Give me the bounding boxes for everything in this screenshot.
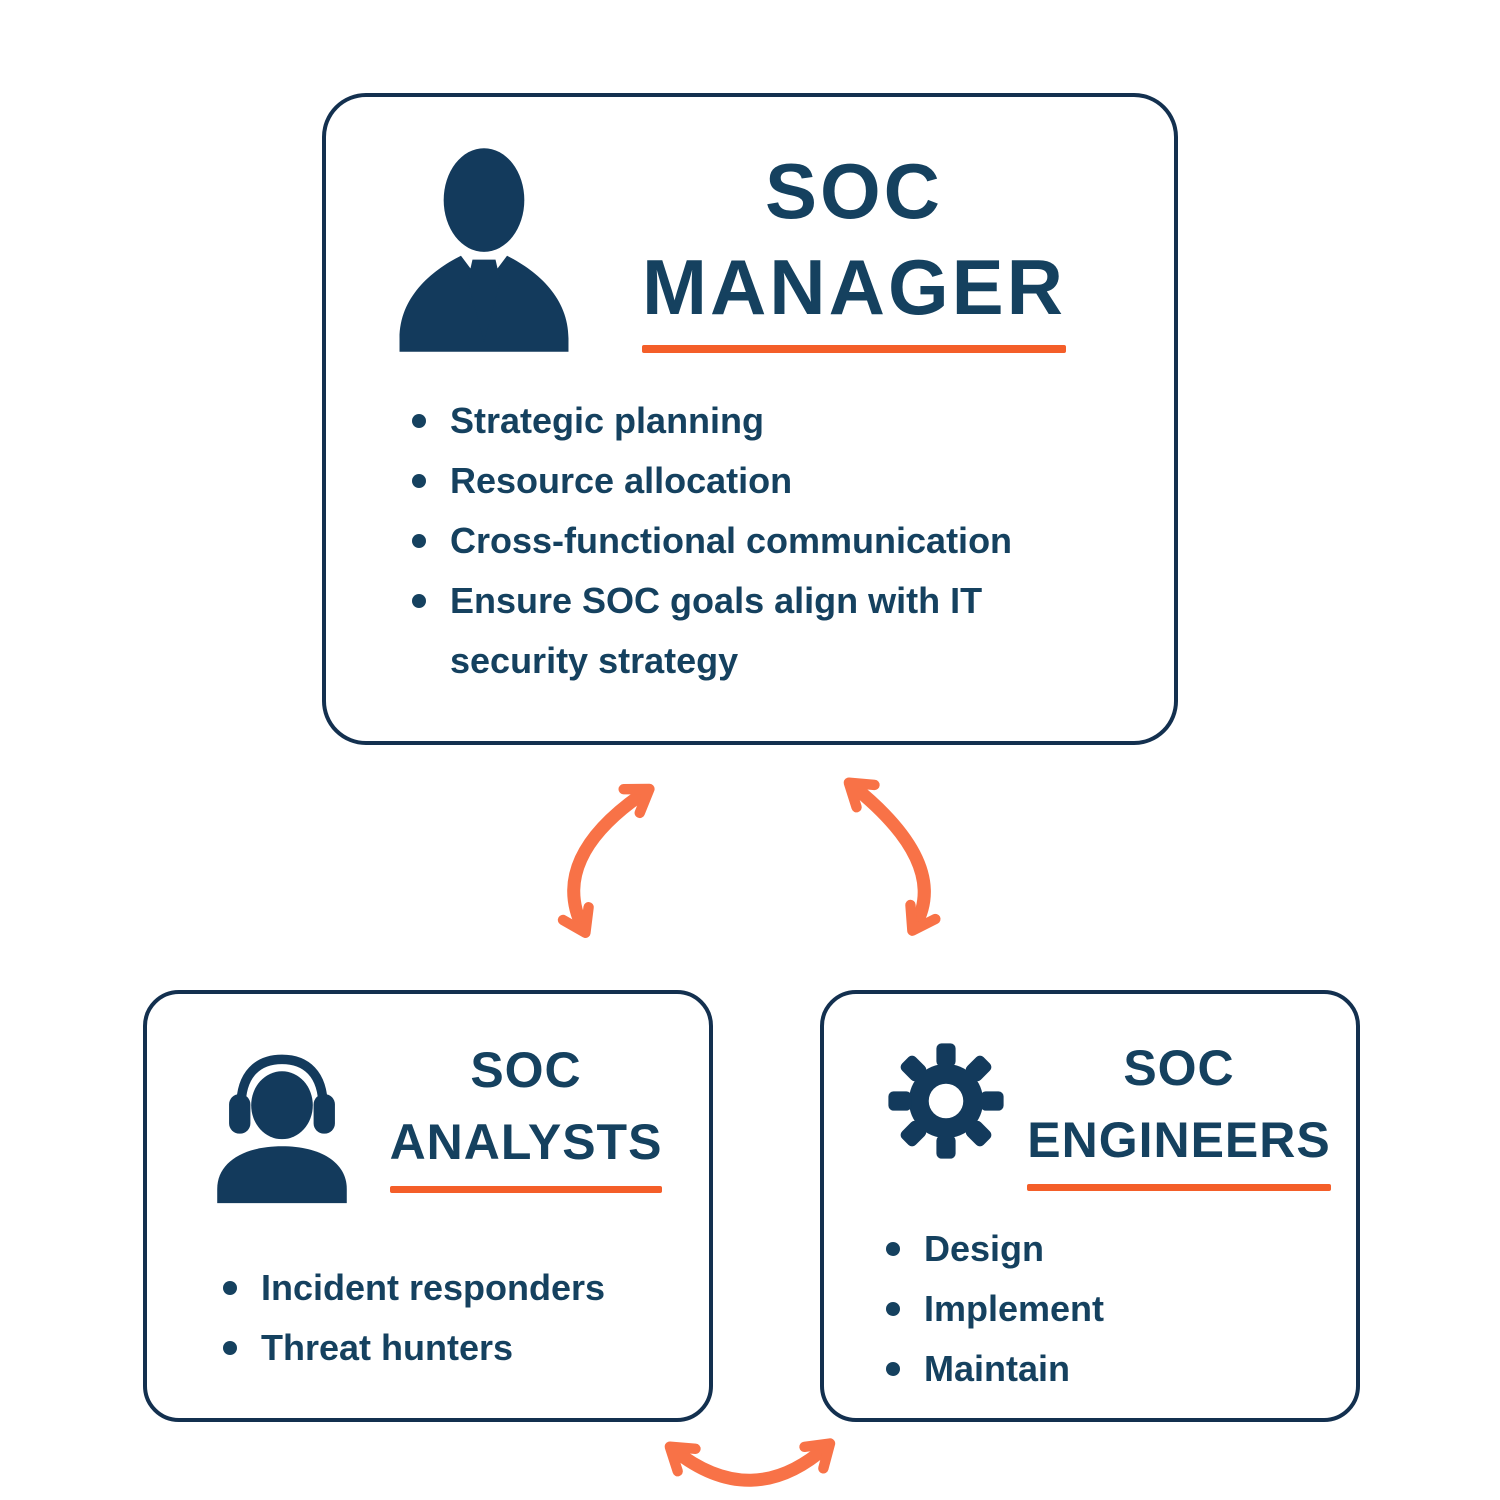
soc-manager-header: SOC MANAGER [326, 97, 1174, 357]
bullet-item: Threat hunters [221, 1318, 685, 1378]
soc-engineers-header: SOC ENGINEERS [824, 994, 1356, 1191]
bullet-item: Design [884, 1219, 1336, 1279]
soc-manager-title-line2: MANAGER [642, 243, 1066, 331]
soc-analysts-title-line2: ANALYSTS [389, 1114, 663, 1170]
soc-analysts-header: SOC ANALYSTS [147, 994, 709, 1208]
analysts-engineers-arrow [664, 1438, 836, 1487]
bullet-item: Maintain [884, 1339, 1336, 1399]
soc-engineers-title-area: SOC ENGINEERS [1010, 1032, 1348, 1191]
headset-agent-icon [203, 1034, 361, 1208]
bullet-item: Cross-functional communication [410, 511, 1128, 571]
soc-engineers-title-line1: SOC [1123, 1040, 1235, 1096]
soc-manager-box: SOC MANAGER Strategic planning Resource … [322, 93, 1178, 745]
bullet-item: Incident responders [221, 1258, 685, 1318]
manager-analysts-arrow [557, 783, 655, 938]
soc-analysts-bullet-list: Incident responders Threat hunters [221, 1258, 685, 1378]
title-underline [389, 1186, 663, 1193]
soc-engineers-bullet-list: Design Implement Maintain [884, 1219, 1336, 1399]
bullet-item: Implement [884, 1279, 1336, 1339]
soc-manager-title-area: SOC MANAGER [580, 143, 1128, 353]
businessman-icon [388, 143, 580, 357]
bullet-item: Strategic planning [410, 391, 1128, 451]
title-underline [642, 345, 1066, 353]
title-underline [1027, 1184, 1331, 1191]
soc-engineers-box: SOC ENGINEERS Design Implement Maintain [820, 990, 1360, 1422]
soc-manager-title-line1: SOC [764, 147, 944, 235]
soc-manager-bullet-list: Strategic planning Resource allocation C… [410, 391, 1128, 691]
manager-engineers-arrow [843, 777, 941, 936]
bullet-item: Resource allocation [410, 451, 1128, 511]
soc-analysts-title-area: SOC ANALYSTS [361, 1034, 691, 1193]
soc-analysts-box: SOC ANALYSTS Incident responders Threat … [143, 990, 713, 1422]
bullet-item: Ensure SOC goals align with IT security … [410, 571, 1128, 691]
gear-icon [882, 1032, 1010, 1170]
soc-analysts-title-line1: SOC [470, 1042, 582, 1098]
soc-engineers-title-line2: ENGINEERS [1027, 1112, 1331, 1168]
